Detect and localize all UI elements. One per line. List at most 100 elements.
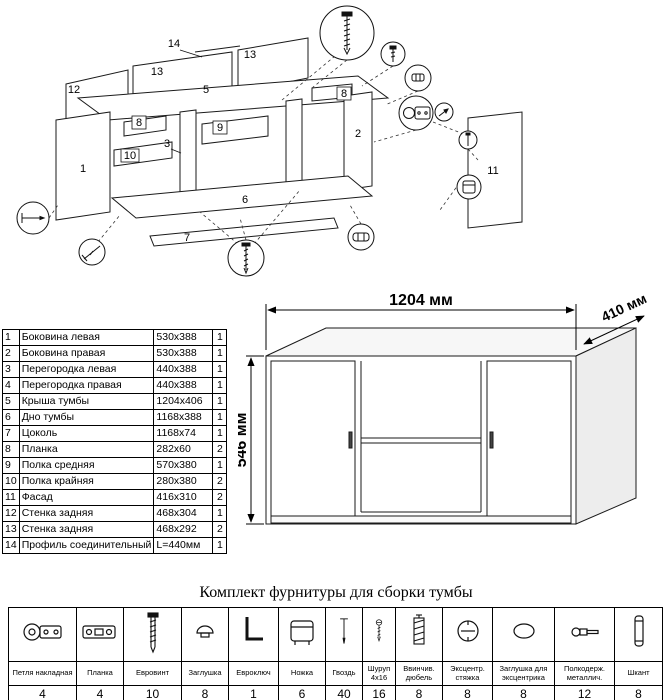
hw-name: Эксцентр. стяжка <box>442 661 493 686</box>
hw-name: Заглушка <box>181 661 229 686</box>
hardware-icons-row <box>8 607 663 662</box>
part-size: 530x388 <box>153 329 214 346</box>
label-partition: 3 <box>164 138 170 150</box>
hardware-table: Петля накладная Планка Евровинт Заглушка… <box>8 607 663 700</box>
middle-shelf-front <box>360 437 482 444</box>
part-name: Фасад <box>18 489 155 506</box>
hw-qty: 4 <box>76 685 124 700</box>
part-name: Боковина правая <box>18 345 155 362</box>
label-shelf-mid: 9 <box>217 122 223 134</box>
hw-name: Шкант <box>614 661 663 686</box>
partition-right <box>285 98 303 193</box>
part-size: 570x380 <box>153 457 214 474</box>
part-qty: 1 <box>212 361 228 378</box>
callout-leg <box>456 174 482 200</box>
plate-icon <box>82 625 116 639</box>
height-dim-label: 546 мм <box>238 413 250 468</box>
hw-name: Ввинчив. дюбель <box>395 661 443 686</box>
dimension-drawing-section: 1204 мм 410 мм 546 мм <box>233 290 670 564</box>
hw-name: Гвоздь <box>325 661 363 686</box>
hw-name: Шуруп 4x16 <box>362 661 396 686</box>
hw-qty: 8 <box>614 685 663 700</box>
part-labels: 14 12 13 13 5 8 9 3 10 1 2 8 6 7 11 <box>68 38 499 244</box>
part-name: Боковина левая <box>18 329 155 346</box>
part-size: 440x388 <box>153 377 214 394</box>
label-side-right: 2 <box>355 128 361 140</box>
label-back-right: 13 <box>244 49 256 61</box>
leg-icon <box>290 620 314 645</box>
profile-strip <box>194 45 241 53</box>
middle-shelf <box>201 115 269 145</box>
fastener-glyphs <box>21 11 476 275</box>
hw-name: Петля накладная <box>8 661 77 686</box>
plinth-front <box>270 515 572 524</box>
hw-name: Евроключ <box>228 661 279 686</box>
bottom-panel <box>110 175 374 219</box>
part-num: 9 <box>2 457 20 474</box>
confirmat-screw-icon <box>341 11 353 56</box>
depth-dim-label: 410 мм <box>599 292 649 325</box>
label-fasad: 11 <box>487 165 498 177</box>
left-door-handle <box>348 431 353 449</box>
cap-icon <box>196 625 214 638</box>
part-name: Полка крайняя <box>18 473 155 490</box>
part-num: 13 <box>2 521 20 538</box>
part-name: Цоколь <box>18 425 155 442</box>
right-side-panel <box>343 91 373 191</box>
width-dim-label: 1204 мм <box>389 292 453 309</box>
dimension-labels: 1204 мм 410 мм 546 мм <box>233 290 649 468</box>
part-num: 8 <box>2 441 20 458</box>
part-name: Стенка задняя <box>18 521 155 538</box>
part-qty: 1 <box>212 457 228 474</box>
part-size: 440x388 <box>153 361 214 378</box>
hexkey-icon <box>245 617 263 641</box>
part-num: 1 <box>2 329 20 346</box>
part-qty: 1 <box>212 345 228 362</box>
cabinet-top-face <box>265 327 637 357</box>
back-panel-right <box>237 37 309 93</box>
part-qty: 1 <box>212 425 228 442</box>
dimension-lines <box>246 304 645 525</box>
part-size: 282x60 <box>153 441 214 458</box>
hw-qty: 1 <box>228 685 279 700</box>
hinge-icon <box>22 623 62 641</box>
hw-name: Планка <box>76 661 124 686</box>
part-num: 10 <box>2 473 20 490</box>
hw-qty: 8 <box>181 685 229 700</box>
shelf-support-icon <box>570 627 599 637</box>
fasad-screw-icon <box>465 132 471 146</box>
arrow-icon <box>438 108 449 117</box>
hinge-cup-icon <box>403 106 431 120</box>
cabinet-panels <box>55 37 523 247</box>
part-num: 3 <box>2 361 20 378</box>
part-name: Крыша тумбы <box>18 393 155 410</box>
hw-name: Полкодерж. металлич. <box>554 661 615 686</box>
depth-dim-line <box>583 315 645 345</box>
part-name: Дно тумбы <box>18 409 155 426</box>
euroscrew-icon <box>146 612 159 654</box>
hw-qty: 12 <box>554 685 615 700</box>
label-profile: 14 <box>168 38 180 50</box>
label-back-mid: 13 <box>151 66 163 78</box>
left-door <box>270 360 356 520</box>
hw-qty: 10 <box>123 685 182 700</box>
part-qty: 1 <box>212 409 228 426</box>
assembly-diagram: 14 12 13 13 5 8 9 3 10 1 2 8 6 7 11 <box>16 5 523 277</box>
part-num: 14 <box>2 537 20 554</box>
right-door-handle <box>489 431 494 449</box>
label-shelf-side: 10 <box>124 150 136 162</box>
cabinet-body <box>265 327 637 525</box>
part-qty: 2 <box>212 441 228 458</box>
part-name: Планка <box>18 441 155 458</box>
